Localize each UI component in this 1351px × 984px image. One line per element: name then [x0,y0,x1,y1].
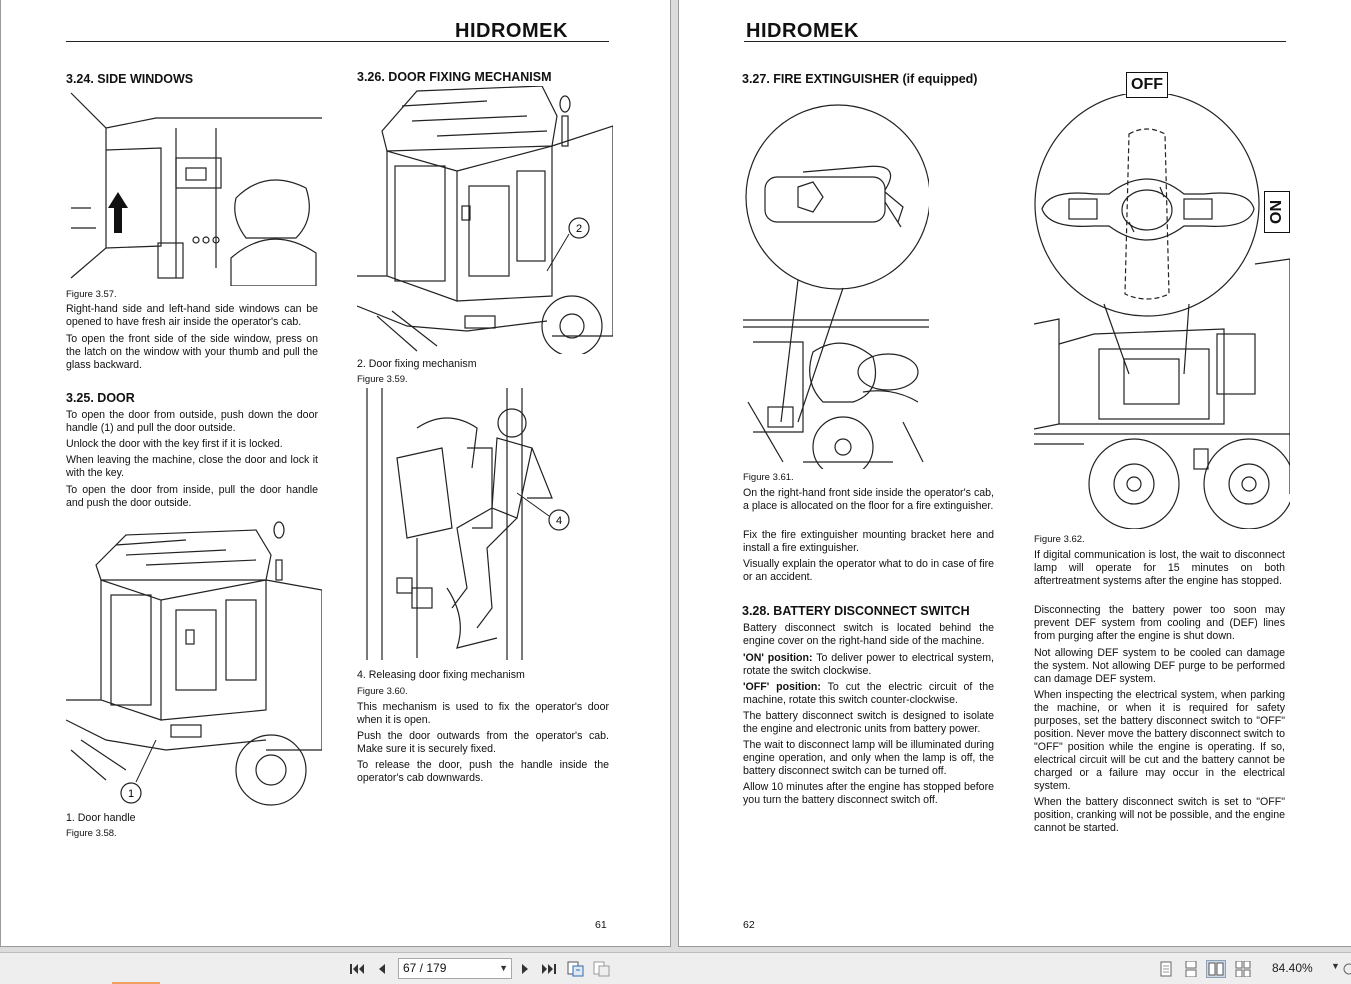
taskbar-accent [112,982,160,984]
callout-2: 2 [576,223,582,235]
battery-off-position: 'OFF' position: To cut the electric circ… [743,681,994,706]
first-page-icon[interactable] [347,960,367,978]
last-page-icon[interactable] [539,960,559,978]
fire-extinguisher-paragraph-1: On the right-hand front side inside the … [743,487,994,512]
document-viewport[interactable]: HIDROMEK 3.24. SIDE WINDOWS [0,0,1351,952]
door-fixing-paragraph-3: To release the door, push the handle ins… [357,759,609,784]
door-handle-legend: 1. Door handle [66,812,136,824]
page-number-62: 62 [743,919,755,931]
battery-paragraph-1: Battery disconnect switch is located beh… [743,622,994,647]
fire-extinguisher-paragraph-3: Visually explain the operator what to do… [743,558,994,583]
single-page-icon[interactable] [1156,960,1176,978]
door-fixing-legend: 2. Door fixing mechanism [357,358,477,370]
two-page-icon[interactable] [1206,960,1226,978]
door-paragraph-3: When leaving the machine, close the door… [66,454,318,479]
two-page-continuous-icon[interactable] [1233,960,1253,978]
battery-switch-illustration [1034,94,1290,529]
callout-1: 1 [128,788,134,800]
battery-right-paragraph-3: Not allowing DEF system to be cooled can… [1034,647,1285,685]
battery-right-paragraph-2: Disconnecting the battery power too soon… [1034,604,1285,642]
battery-right-paragraph-4: When inspecting the electrical system, w… [1034,689,1285,792]
releasing-door-legend: 4. Releasing door fixing mechanism [357,669,525,681]
fire-extinguisher-illustration [743,102,929,469]
zoom-level[interactable]: 84.40% [1272,961,1313,975]
door-paragraph-1: To open the door from outside, push down… [66,409,318,434]
page-number-input[interactable]: 67 / 179 ▼ [398,958,512,979]
battery-paragraph-5: The wait to disconnect lamp will be illu… [743,739,994,777]
figure-3-62-caption: Figure 3.62. [1034,534,1085,545]
battery-on-position: 'ON' position: To deliver power to elect… [743,652,994,677]
figure-3-61-caption: Figure 3.61. [743,472,794,483]
off-badge: OFF [1126,72,1168,98]
prev-page-icon[interactable] [372,960,392,978]
section-3-24-heading: 3.24. SIDE WINDOWS [66,72,194,86]
section-3-28-heading: 3.28. BATTERY DISCONNECT SWITCH [742,604,970,618]
page-61: HIDROMEK 3.24. SIDE WINDOWS [0,0,671,947]
fire-extinguisher-paragraph-2: Fix the fire extinguisher mounting brack… [743,529,994,554]
brand-logo: HIDROMEK [746,20,859,42]
page-number-61: 61 [595,919,607,931]
zoom-in-icon[interactable] [1339,960,1351,978]
side-window-illustration [66,88,322,286]
door-paragraph-2: Unlock the door with the key first if it… [66,438,283,450]
next-page-icon[interactable] [515,960,535,978]
section-3-26-heading: 3.26. DOOR FIXING MECHANISM [357,70,552,84]
battery-paragraph-6: Allow 10 minutes after the engine has st… [743,781,994,806]
brand-logo: HIDROMEK [455,20,568,42]
door-fixing-illustration: 2 [357,86,613,354]
go-forward-icon[interactable] [592,960,612,978]
section-3-25-heading: 3.25. DOOR [66,391,135,405]
page-indicator: 67 / 179 [403,961,447,975]
continuous-icon[interactable] [1181,960,1201,978]
door-fixing-paragraph-2: Push the door outwards from the operator… [357,730,609,755]
releasing-door-illustration: 4 [357,388,613,660]
figure-3-59-caption: Figure 3.59. [357,374,408,385]
page-dropdown-icon[interactable]: ▼ [499,963,508,973]
battery-paragraph-4: The battery disconnect switch is designe… [743,710,994,735]
battery-right-paragraph-5: When the battery disconnect switch is se… [1034,796,1285,834]
on-badge: ON [1264,191,1290,233]
section-3-27-heading: 3.27. FIRE EXTINGUISHER (if equipped) [742,72,978,86]
figure-3-60-caption: Figure 3.60. [357,686,408,697]
door-handle-illustration: 1 [66,520,322,810]
callout-4: 4 [556,515,562,527]
figure-3-57-caption: Figure 3.57. [66,289,117,300]
header-rule [744,41,1286,42]
header-rule [66,41,609,42]
figure-3-58-caption: Figure 3.58. [66,828,117,839]
go-back-icon[interactable] [566,960,586,978]
viewer-toolbar: 67 / 179 ▼ 84.40% ▼ [0,952,1351,984]
side-windows-paragraph-2: To open the front side of the side windo… [66,333,318,371]
battery-right-paragraph-1: If digital communication is lost, the wa… [1034,549,1285,587]
door-fixing-paragraph-1: This mechanism is used to fix the operat… [357,701,609,726]
page-62: HIDROMEK 3.27. FIRE EXTINGUISHER (if equ… [678,0,1351,947]
door-paragraph-4: To open the door from inside, pull the d… [66,484,318,509]
zoom-dropdown-icon[interactable]: ▼ [1331,961,1340,971]
side-windows-paragraph-1: Right-hand side and left-hand side windo… [66,303,318,328]
